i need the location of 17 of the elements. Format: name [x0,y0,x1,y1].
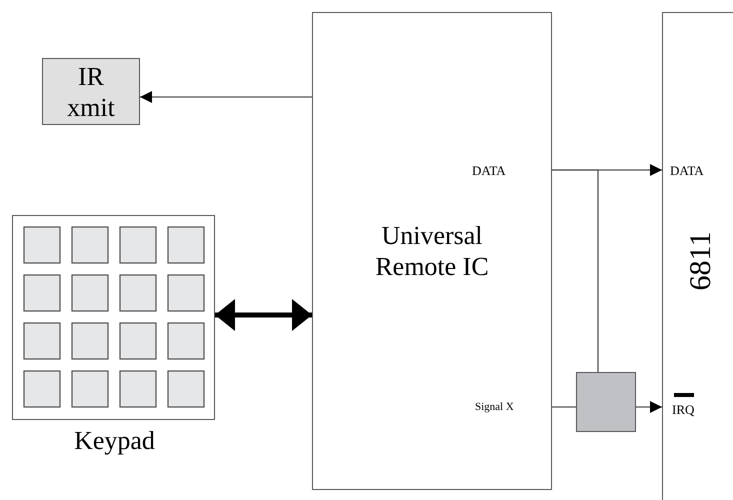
box-title: IR xmit [66,60,116,123]
arrow [140,91,312,103]
connector-line [552,406,576,408]
arrow [636,401,662,413]
pin-label: DATA [670,163,704,179]
connector-line [552,169,599,372]
pin-label: DATA [472,163,506,179]
pin-label: Signal X [475,401,514,413]
microcontroller-box [662,12,733,500]
chip-label: 6811 [683,232,718,290]
chip-box [312,12,552,490]
double-arrow [215,299,312,331]
keypad-caption: Keypad [73,425,156,456]
box-title: Universal Remote IC [374,220,490,282]
pin-label: IRQ [672,402,694,418]
transmitter-box [42,58,140,125]
logic-box [576,372,636,432]
